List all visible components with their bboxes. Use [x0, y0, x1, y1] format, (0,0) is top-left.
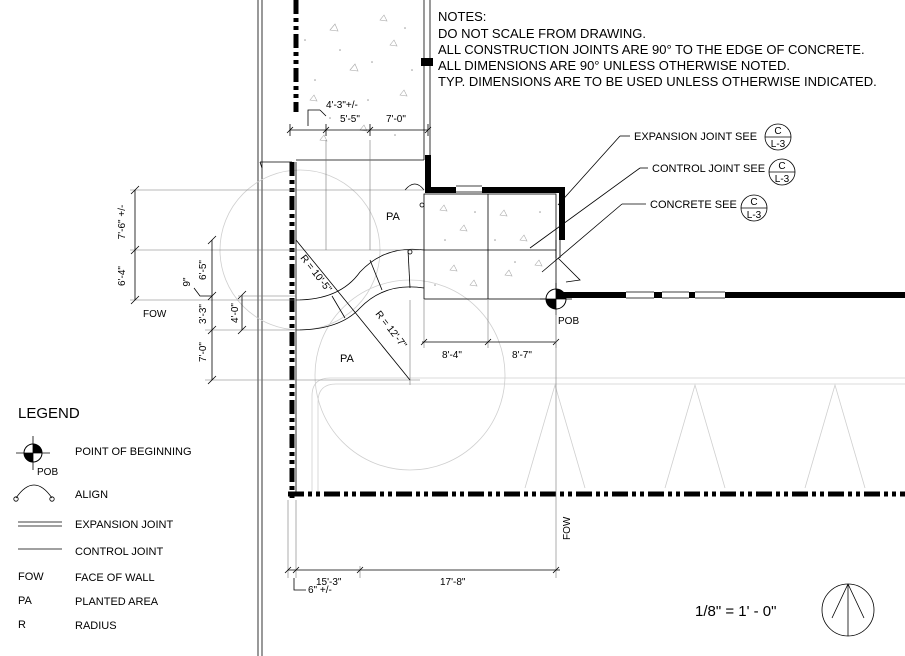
curved-walkway [295, 183, 425, 331]
legend-title: LEGEND [18, 405, 80, 422]
planting-circle-lower [314, 279, 506, 471]
callout-concrete-detail: C [750, 197, 757, 208]
concrete-speckle [304, 27, 413, 136]
upper-concrete-strip [293, 0, 433, 160]
legend-pob-icon [16, 436, 50, 470]
dim-bot-b: 17'-8" [440, 577, 466, 588]
legend-expansion-icon [18, 521, 62, 527]
dim-left-b: 6'-4" [117, 266, 128, 286]
dim-top-b: 5'-5" [340, 114, 360, 125]
legend-pa-label: PLANTED AREA [75, 596, 159, 608]
dim-top-c: 7'-0" [386, 114, 406, 125]
dim-radius-a: R = 10'-5" [298, 253, 334, 295]
wall-marker [421, 58, 433, 66]
legend-fow-label: FACE OF WALL [75, 572, 155, 584]
dim-left-e: 3'-3" [198, 304, 209, 324]
legend-align-icon [13, 484, 55, 502]
patio-outline [423, 193, 557, 300]
dim-left-d: 9" [182, 277, 193, 287]
bottom-dimensions: FOW 15'-3" 17'-8" 6" +/- [284, 310, 573, 596]
note-line-4: TYP. DIMENSIONS ARE TO BE USED UNLESS OT… [438, 74, 877, 89]
pob-marker: POB [540, 283, 579, 327]
concrete-patio [423, 193, 557, 300]
callout-control-sheet: L-3 [775, 174, 790, 185]
dim-mid-b: 8'-7" [512, 350, 532, 361]
label-pa-upper: PA [386, 211, 401, 223]
label-pob: POB [558, 316, 579, 327]
callouts: EXPANSION JOINT SEE C L-3 CONTROL JOINT … [529, 123, 796, 273]
top-dimensions: 4'-3"+/- 5'-5" 7'-0" [286, 100, 432, 136]
dim-top-a: 4'-3"+/- [326, 100, 358, 111]
label-pa-lower: PA [340, 353, 355, 365]
right-wall [560, 291, 905, 299]
notes-title: NOTES: [438, 9, 486, 24]
legend-control-label: CONTROL JOINT [75, 546, 163, 558]
patio-hatch [439, 204, 543, 287]
dim-bot-a: 15'-3" [316, 577, 342, 588]
callout-expansion-sheet: L-3 [771, 139, 786, 150]
dim-bot-c: 6" +/- [308, 585, 332, 596]
legend-expansion-label: EXPANSION JOINT [75, 519, 173, 531]
callout-concrete-sheet: L-3 [747, 210, 762, 221]
note-line-1: DO NOT SCALE FROM DRAWING. [438, 26, 646, 41]
dim-left-f: 4'-0" [230, 303, 241, 323]
notes-block: NOTES: DO NOT SCALE FROM DRAWING. ALL CO… [438, 9, 877, 89]
callout-concrete-label: CONCRETE SEE [650, 199, 737, 211]
legend-r-symbol: R [18, 619, 26, 631]
concrete-hatch [309, 14, 408, 142]
legend-pob-label: POINT OF BEGINNING [75, 446, 192, 458]
legend: LEGEND POB POINT OF BEGINNING ALIGN EXPA… [13, 405, 192, 632]
align-mark [404, 183, 425, 191]
note-line-3: ALL DIMENSIONS ARE 90° UNLESS OTHERWISE … [438, 58, 790, 73]
legend-align-label: ALIGN [75, 489, 108, 501]
dim-mid-a: 8'-4" [442, 350, 462, 361]
dim-left-c: 6'-5" [198, 260, 209, 280]
dim-left-g: 7'-0" [198, 342, 209, 362]
legend-r-label: RADIUS [75, 620, 117, 632]
label-fow-left: FOW [143, 309, 167, 320]
legend-pob-symbol-text: POB [37, 467, 58, 478]
callout-control-detail: C [778, 161, 785, 172]
callout-control-label: CONTROL JOINT SEE [652, 163, 765, 175]
layout-lines [130, 140, 424, 385]
dim-radius-b: R = 12'-7" [373, 309, 409, 351]
callout-expansion-detail: C [774, 126, 781, 137]
callout-expansion-label: EXPANSION JOINT SEE [634, 131, 757, 143]
legend-fow-symbol: FOW [18, 571, 44, 583]
north-arrow-icon [821, 583, 875, 637]
scale-label: 1/8" = 1' - 0" [695, 603, 776, 620]
left-dimensions: 7'-6" +/- 6'-4" 6'-5" 3'-3" 7'-0" 4'-0" … [117, 185, 296, 385]
label-fow-bottom: FOW [562, 516, 573, 540]
dim-left-a: 7'-6" +/- [117, 205, 128, 240]
mid-dimensions: 8'-4" 8'-7" [420, 300, 560, 361]
lower-planted-area [311, 377, 905, 492]
note-line-2: ALL CONSTRUCTION JOINTS ARE 90° TO THE E… [438, 42, 865, 57]
legend-pa-symbol: PA [18, 595, 33, 607]
building-wall [425, 155, 581, 283]
